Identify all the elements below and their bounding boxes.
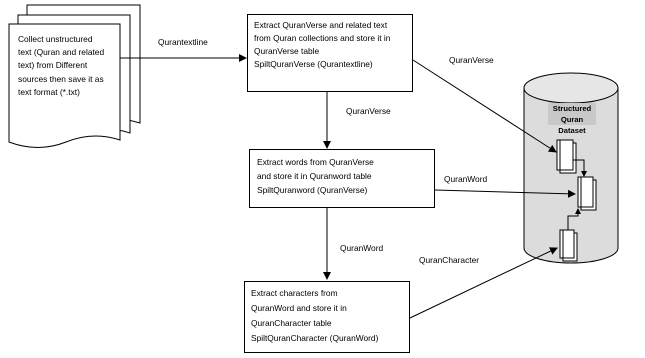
- documents-line-3: text) from Different: [18, 60, 88, 71]
- documents-line-5: text format (*.txt): [18, 86, 80, 97]
- label-quranword-db: QuranWord: [444, 174, 488, 184]
- document-page-front: [8, 23, 121, 148]
- label-quranverse-down: QuranVerse: [346, 106, 391, 116]
- step1-line-2: from Quran collections and store it in: [254, 33, 391, 43]
- database-title-line-2: Quran Dataset: [558, 115, 586, 135]
- table-icon-character: [559, 229, 578, 262]
- step1-line-3: QuranVerse table: [254, 46, 320, 56]
- step3-line-1: Extract characters from: [251, 288, 338, 298]
- step1-line-1: Extract QuranVerse and related text: [254, 20, 388, 30]
- database-title-plate: [548, 103, 596, 125]
- source-documents-text: Collect unstructured text (Quran and rel…: [18, 33, 104, 99]
- step-extract-quran-word: Extract words from QuranVerse and store …: [249, 149, 435, 208]
- step2-line-1: Extract words from QuranVerse: [257, 157, 374, 167]
- documents-line-1: Collect unstructured: [18, 34, 93, 44]
- step2-line-3: SpiltQuranword (QuranVerse): [257, 185, 368, 195]
- step2-line-2: and store it in Quranword table: [257, 171, 372, 181]
- arrow-step2-to-db: [434, 189, 576, 198]
- link-verse-to-word: [573, 159, 587, 177]
- documents-line-4: sources then save it as: [18, 73, 104, 84]
- arrow-step3-to-db: [409, 247, 558, 319]
- table-icon-word: [577, 176, 597, 211]
- step3-line-4: SpiltQuranCharacter (QuranWord): [251, 333, 379, 343]
- step3-line-3: QuranCharacter table: [251, 318, 332, 328]
- label-quranverse-db: QuranVerse: [449, 55, 494, 65]
- label-quranword-down: QuranWord: [340, 243, 384, 253]
- database-title: Structured Quran Dataset: [548, 103, 596, 136]
- label-qurancharacter-db: QuranCharacter: [419, 255, 480, 265]
- documents-line-2: text (Quran and related: [18, 47, 105, 58]
- step-extract-quran-verse: Extract QuranVerse and related text from…: [247, 14, 413, 92]
- step1-line-4: SpiltQuranVerse (Qurantextline): [254, 59, 373, 69]
- link-character-to-word: [567, 208, 581, 230]
- label-qurantextline: Qurantextline: [158, 37, 208, 47]
- arrow-step1-to-db: [412, 59, 557, 153]
- database-cylinder: [523, 72, 619, 264]
- database-title-line-1: Structured: [552, 104, 592, 113]
- table-icon-verse: [556, 139, 577, 174]
- step-extract-quran-character: Extract characters from QuranWord and st…: [244, 281, 410, 353]
- step3-line-2: QuranWord and store it in: [251, 303, 347, 313]
